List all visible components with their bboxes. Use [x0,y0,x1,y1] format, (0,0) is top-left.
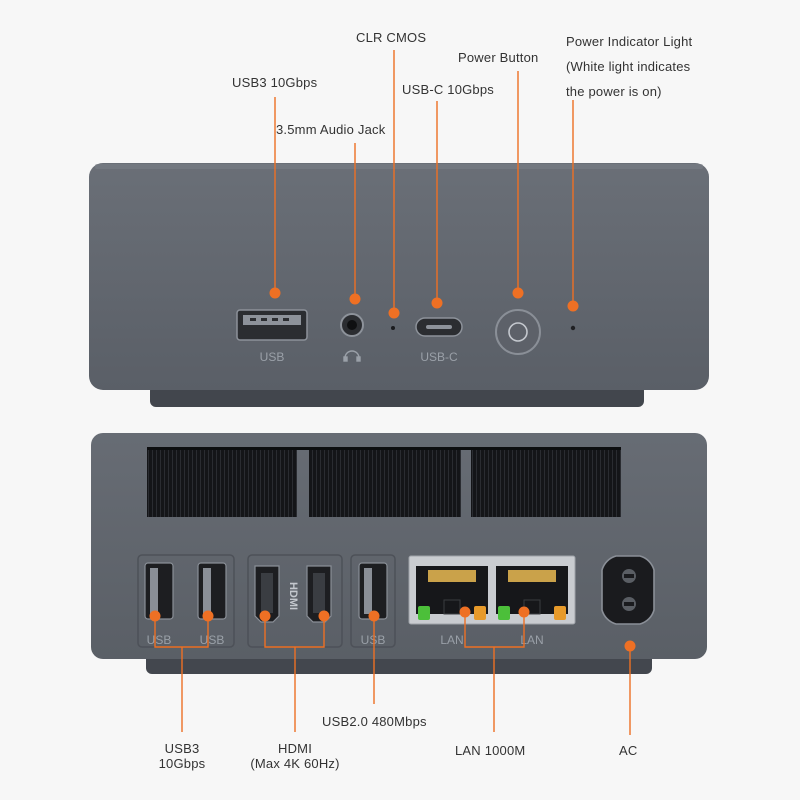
callout-dot-hdmi-b [318,610,330,622]
rear-usb-port-3 [358,562,388,620]
callout-rear-usb3: USB3 10Gbps [142,741,222,771]
vent-right [471,447,621,517]
front-usbc-port [415,317,463,337]
callout-power-light: Power Indicator Light (White light indic… [566,29,692,104]
headphone-icon [343,350,361,362]
lan2-led-orange [554,606,566,620]
front-callout-dots [269,287,579,319]
callout-lan-1000m: LAN 1000M [455,743,526,758]
clr-cmos-pinhole [391,326,395,330]
callout-clr-cmos: CLR CMOS [356,30,427,45]
front-device [89,50,709,407]
hdmi-line1: HDMI [277,741,313,756]
front-device-top-edge [95,164,703,169]
front-callouts [274,50,574,312]
rear-usb2-label: USB [200,633,225,647]
lan1-label: LAN [440,633,463,647]
vent-middle [309,447,461,517]
lan-port-1 [416,566,488,620]
vent-grilles [147,447,621,517]
callout-usb3-10gbps: USB3 10Gbps [232,75,318,90]
callout-dot-hdmi-a [259,610,271,622]
callout-dot-usb-b [202,610,214,622]
rear-callouts [154,612,631,735]
hdmi-port-2 [306,565,332,623]
rear-callout-dots [149,606,636,652]
callout-dot-light [567,300,579,312]
callout-audio-jack: 3.5mm Audio Jack [276,122,386,137]
front-usb-port [236,309,308,341]
callout-dot-usb2 [368,610,380,622]
callout-dot-power [512,287,524,299]
lan1-led-green [418,606,430,620]
hdmi-logo: HDMI [287,582,299,610]
front-device-body [89,163,709,390]
power-light-line3: the power is on) [566,84,662,99]
rear-usb3-label: USB [361,633,386,647]
rear-usb1-label: USB [147,633,172,647]
power-indicator-light [570,325,576,331]
rear-port-labels: USB USB USB LAN LAN HDMI [147,582,544,647]
lan-port-2 [496,566,568,620]
hdmi-port-1 [254,565,280,623]
power-light-line2: (White light indicates [566,59,691,74]
callout-dot-audio [349,293,361,305]
front-usb-label: USB [260,350,285,364]
usb2-bezel [350,554,396,648]
front-device-base [150,385,644,407]
callout-dot-usb-a [149,610,161,622]
callout-ac: AC [619,743,638,758]
callout-dot-clr [388,307,400,319]
power-light-line1: Power Indicator Light [566,34,693,49]
callout-hdmi: HDMI (Max 4K 60Hz) [235,741,355,771]
ac-inlet [601,555,655,625]
front-port-labels: USB USB-C [260,350,458,364]
callout-dot-ac [624,640,636,652]
callout-dot-usbc [431,297,443,309]
lan2-label: LAN [520,633,543,647]
callout-usb2: USB2.0 480Mbps [322,714,427,729]
callout-power-button: Power Button [458,50,539,65]
rear-usb-port-2 [197,562,227,620]
rear-usb3-line2: 10Gbps [158,756,206,771]
callout-dot-usb3 [269,287,281,299]
hdmi-line2: (Max 4K 60Hz) [250,756,340,771]
power-button [495,309,541,355]
rear-usb-port-1 [144,562,174,620]
lan1-led-orange [474,606,486,620]
callout-dot-lan-b [518,606,530,618]
audio-jack [340,313,364,337]
lan2-led-green [498,606,510,620]
callout-dot-lan-a [459,606,471,618]
callout-usbc-10gbps: USB-C 10Gbps [402,82,494,97]
rear-usb3-line1: USB3 [164,741,200,756]
front-usbc-label: USB-C [420,350,458,364]
rear-device: USB USB USB LAN LAN HDMI [91,433,707,735]
vent-left [147,447,297,517]
